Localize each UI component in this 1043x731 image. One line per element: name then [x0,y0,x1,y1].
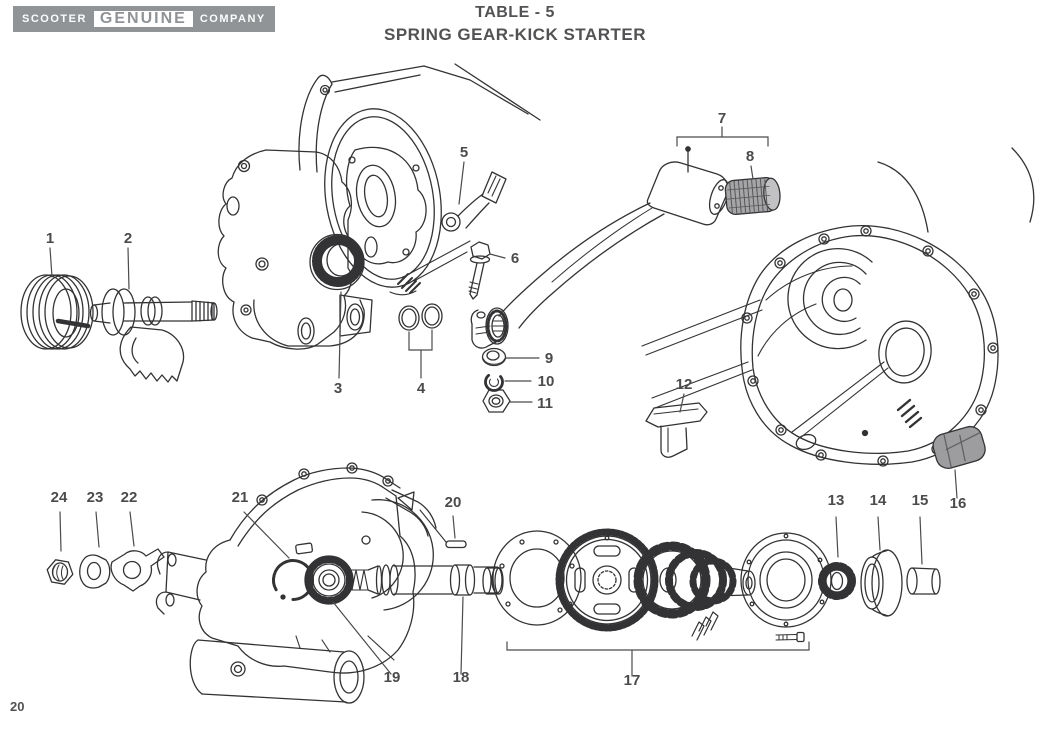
part-10-spring-washer [484,372,504,392]
badge-center-text: GENUINE [93,8,193,30]
part-label-9: 9 [545,350,553,367]
crankcase-left-half [217,63,541,350]
part-label-21: 21 [232,489,249,506]
badge-right-text: COMPANY [192,8,273,30]
part-label-12: 12 [676,376,693,393]
part-1-kick-spring [20,274,94,350]
pressure-plate [740,532,832,628]
part-label-5: 5 [460,144,468,161]
part-label-1: 1 [46,230,54,247]
part-15-spacer [906,567,941,595]
part-label-4: 4 [417,380,426,397]
part-label-3: 3 [334,380,342,397]
part-11-nut [482,389,511,413]
part-label-8: 8 [746,148,754,165]
part-label-16: 16 [950,495,967,512]
part-17-clutch-assembly [482,528,832,643]
part-label-20: 20 [445,494,462,511]
clutch-roller [482,567,504,595]
leader-lines [49,126,958,677]
part-label-15: 15 [912,492,929,509]
table-subtitle: SPRING GEAR-KICK STARTER [384,25,646,44]
brand-badge: SCOOTER GENUINE COMPANY [13,6,275,32]
part-7-kick-lever [470,146,730,349]
part-23-washer-plate [79,554,111,589]
part-label-13: 13 [828,492,845,509]
part-label-7: 7 [718,110,726,127]
gear-cluster [633,541,756,619]
part-20-pin [445,540,467,549]
clutch-spring [691,611,719,641]
badge-left-text: SCOOTER [15,8,94,30]
page-title: TABLE - 5 SPRING GEAR-KICK STARTER [320,4,710,45]
part-18-main-shaft [347,564,503,596]
part-22-tab-washer [110,548,165,592]
part-16-rubber-pad [932,425,986,470]
part-label-24: 24 [51,489,68,506]
part-label-6: 6 [511,250,519,267]
part-label-23: 23 [87,489,104,506]
part-12-stopper-bracket [645,402,708,458]
part-label-2: 2 [124,230,132,247]
part-6-bolt [468,241,491,300]
page-number: 20 [10,699,25,714]
part-label-22: 22 [121,489,138,506]
part-24-hex-nut [46,559,74,585]
part-label-14: 14 [870,492,887,509]
part-14-cone-cup [860,549,903,617]
clutch-cover-right [641,147,1035,467]
crankcase-bottom-left [155,462,447,704]
part-label-11: 11 [537,395,553,412]
part-4-o-rings [398,303,443,331]
part-label-17: 17 [624,672,641,689]
part-5-stop-lever [441,171,507,232]
primary-ring-gear [555,528,659,632]
clutch-cover-plate [492,530,582,626]
table-number: TABLE - 5 [475,4,555,21]
clutch-bolt [775,631,805,643]
part-13-sprocket [818,562,856,600]
part-label-19: 19 [384,669,401,686]
part-9-washer [481,347,507,367]
part-2-kick-shaft-gear [89,288,218,383]
part-8-pedal-rubber [724,176,781,216]
part-labels: 1 2 3 4 5 6 7 8 9 10 11 12 13 14 15 16 1… [46,110,967,689]
part-label-10: 10 [538,373,555,390]
part-3-needle-bearing [309,233,365,291]
part-label-18: 18 [453,669,470,686]
